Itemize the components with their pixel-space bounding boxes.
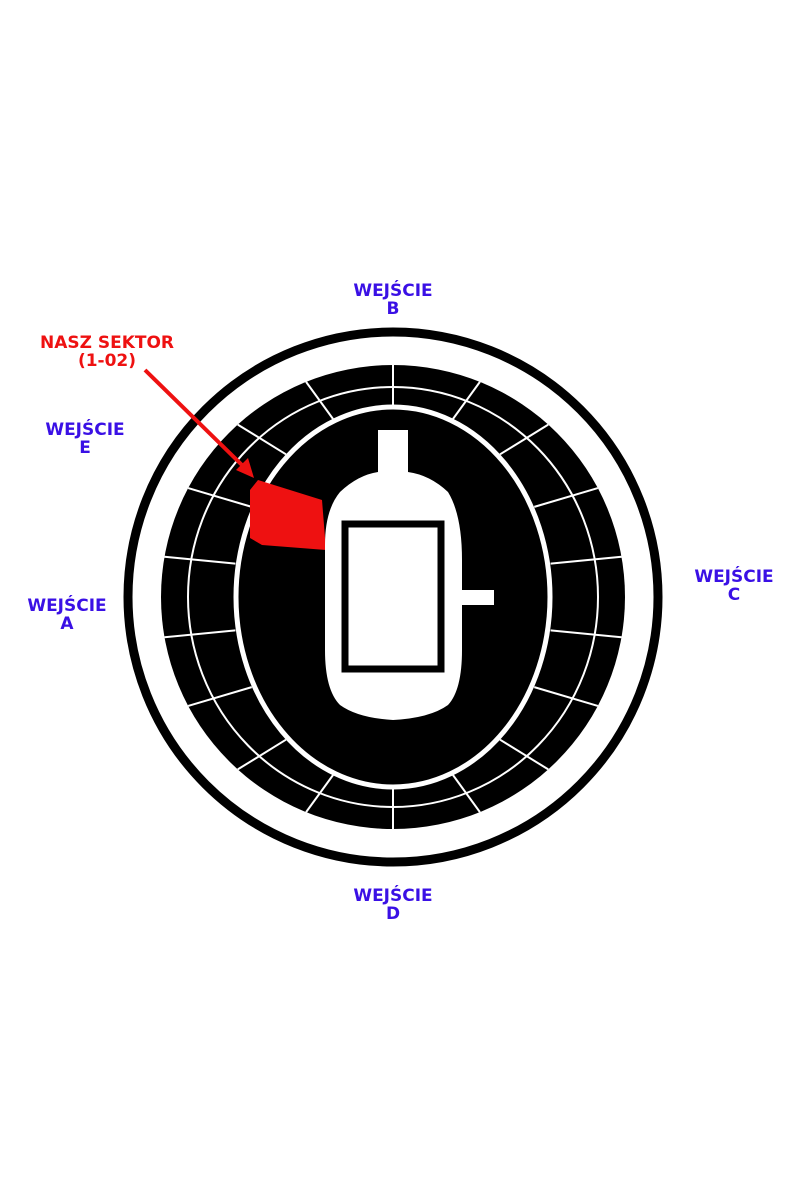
aisle-ring bbox=[187, 386, 599, 808]
entrance-d-word: WEJŚCIE bbox=[353, 886, 433, 906]
entrance-e-letter: E bbox=[79, 438, 91, 458]
sector-divider bbox=[533, 487, 599, 508]
sector-divider bbox=[499, 738, 549, 771]
entrance-b-word: WEJŚCIE bbox=[353, 281, 433, 301]
entrance-a-label: WEJŚCIE A bbox=[0, 597, 137, 633]
entrance-b-letter: B bbox=[386, 299, 400, 319]
entrance-c-word: WEJŚCIE bbox=[694, 567, 774, 587]
sector-divider bbox=[499, 423, 549, 456]
outer-ring bbox=[123, 327, 663, 867]
callout-line-1: NASZ SEKTOR bbox=[39, 333, 175, 353]
our-sector-callout: NASZ SEKTOR (1-02) bbox=[7, 334, 207, 370]
entrance-a-letter: A bbox=[60, 614, 74, 634]
entrance-c-label: WEJŚCIE C bbox=[664, 568, 800, 604]
sector-divider bbox=[187, 487, 253, 508]
sector-divider bbox=[237, 423, 287, 456]
callout-arrow-line bbox=[143, 368, 247, 470]
callout-line-2: (1-02) bbox=[77, 351, 137, 371]
sector-divider bbox=[187, 686, 253, 707]
sector-1-02[interactable] bbox=[250, 480, 326, 550]
sector-divider bbox=[550, 629, 622, 639]
concourse-ring bbox=[233, 404, 553, 790]
sector-divider bbox=[237, 738, 287, 771]
entrance-a-word: WEJŚCIE bbox=[27, 596, 107, 616]
sector-dividers bbox=[164, 365, 622, 829]
sector-divider bbox=[164, 555, 236, 565]
entrance-e-word: WEJŚCIE bbox=[45, 420, 125, 440]
sector-divider bbox=[550, 555, 622, 565]
sector-divider bbox=[164, 629, 236, 639]
entrance-d-letter: D bbox=[385, 904, 401, 924]
entrance-d-label: WEJŚCIE D bbox=[323, 887, 463, 923]
callout-arrow-head bbox=[236, 458, 254, 478]
stage-area bbox=[341, 520, 445, 673]
entrance-b-label: WEJŚCIE B bbox=[323, 282, 463, 318]
sector-divider bbox=[533, 686, 599, 707]
entrance-c-letter: C bbox=[727, 585, 741, 605]
entrance-e-label: WEJŚCIE E bbox=[15, 421, 155, 457]
